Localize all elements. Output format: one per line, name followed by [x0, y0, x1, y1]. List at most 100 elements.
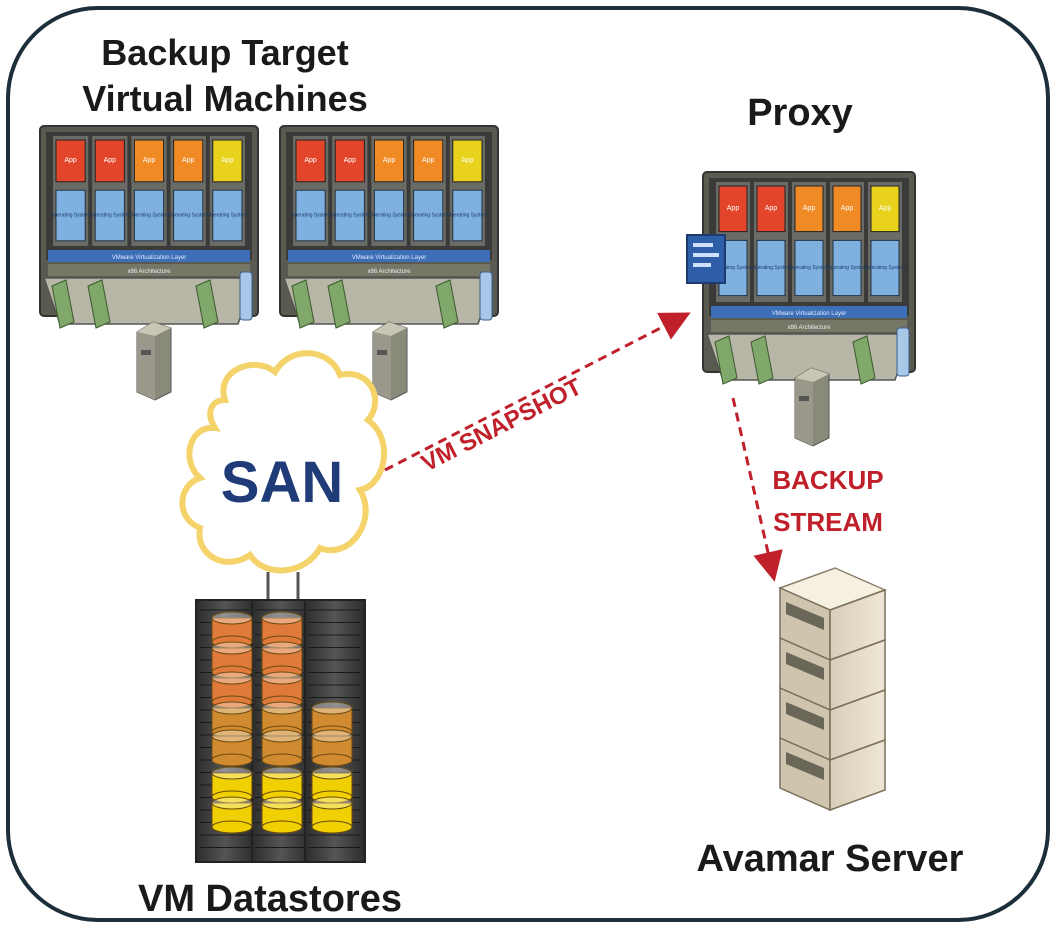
nic-card-icon — [750, 335, 774, 385]
nic-card-icon — [87, 279, 111, 329]
os-tile-label: Operating System — [789, 265, 829, 271]
os-tile — [373, 189, 405, 242]
app-tile — [794, 185, 824, 233]
backup-target-title-line2: Virtual Machines — [82, 78, 368, 119]
nic-card-icon — [852, 335, 876, 385]
os-tile-label: Operating System — [90, 213, 130, 219]
proxy-agent-icon — [686, 234, 726, 284]
backup-label-line2: STREAM — [773, 507, 883, 537]
server-drive-bay — [786, 602, 824, 630]
app-tile — [756, 185, 786, 233]
os-tile — [173, 189, 204, 242]
app-tile-label: App — [803, 205, 816, 212]
os-tile-label: Operating System — [207, 213, 247, 219]
disk-icon — [311, 729, 353, 767]
app-tile — [832, 185, 862, 233]
app-tile-label: App — [304, 157, 317, 164]
app-tile-label: App — [221, 157, 234, 164]
app-tile — [94, 139, 125, 183]
os-tile-label: Operating System — [369, 213, 409, 219]
app-tile-label: App — [461, 157, 474, 164]
app-tile — [718, 185, 748, 233]
host-port-icon — [896, 327, 910, 377]
virtualization-layer-bar — [711, 306, 907, 318]
app-tile-label: App — [422, 157, 435, 164]
os-tile-label: Operating System — [751, 265, 791, 271]
app-tile-label: App — [879, 205, 892, 212]
tower-server-icon — [794, 367, 830, 447]
os-tile-label: Operating System — [408, 213, 448, 219]
host-base-tray — [282, 277, 496, 325]
os-tile-label: Operating System — [330, 213, 370, 219]
virtualization-layer-bar — [48, 250, 250, 262]
os-tile — [832, 239, 862, 297]
avamar-server-title: Avamar Server — [696, 838, 964, 880]
app-tile — [133, 139, 165, 183]
os-tile-label: Operating System — [713, 265, 753, 271]
nic-card-icon — [51, 279, 75, 329]
server-drive-bay — [786, 652, 824, 680]
tower-server-icon — [372, 321, 408, 401]
app-tile — [413, 139, 444, 183]
host-port-icon — [239, 271, 253, 321]
san-cloud — [179, 350, 387, 574]
app-tile-label: App — [182, 157, 195, 164]
app-tile-label: App — [64, 157, 77, 164]
app-tile — [870, 185, 900, 233]
backup-target-title: Backup Target Virtual Machines — [60, 30, 390, 122]
server-unit-side — [829, 738, 886, 812]
backup-target-title-line1: Backup Target — [101, 32, 349, 73]
virtualization-layer-label: VMware Virtualization Layer — [112, 255, 187, 261]
os-tile-label: Operating System — [129, 213, 169, 219]
host-base-tray — [42, 277, 256, 325]
disk-icon — [311, 766, 353, 804]
os-tile — [756, 239, 786, 297]
os-tile — [334, 189, 365, 242]
os-tile — [413, 189, 444, 242]
os-tile-label: Operating System — [291, 213, 331, 219]
nic-card-icon — [435, 279, 459, 329]
disk-icon — [211, 796, 253, 834]
hardware-label: x86 Architecture — [127, 269, 171, 275]
vm-datastores-title: VM Datastores — [138, 878, 402, 920]
avamar-server-icon — [777, 567, 888, 812]
app-tile-label: App — [841, 205, 854, 212]
app-tile — [55, 139, 86, 183]
disk-icon — [261, 701, 303, 739]
disk-icon — [261, 729, 303, 767]
app-tile — [295, 139, 326, 183]
virtualization-layer-bar — [288, 250, 490, 262]
app-tile — [373, 139, 405, 183]
app-tile-label: App — [727, 205, 740, 212]
app-tile — [334, 139, 365, 183]
os-tile — [94, 189, 125, 242]
app-tile — [452, 139, 483, 183]
nic-card-icon — [291, 279, 315, 329]
os-tile — [55, 189, 86, 242]
server-drive-bay — [786, 752, 824, 780]
disk-icon — [261, 641, 303, 679]
app-tile-label: App — [143, 157, 156, 164]
os-tile-label: Operating System — [447, 213, 487, 219]
hardware-bar — [48, 264, 250, 276]
vm-snapshot-arrow — [384, 312, 691, 472]
server-drive-bay — [786, 702, 824, 730]
nic-card-icon — [327, 279, 351, 329]
os-tile — [870, 239, 900, 297]
